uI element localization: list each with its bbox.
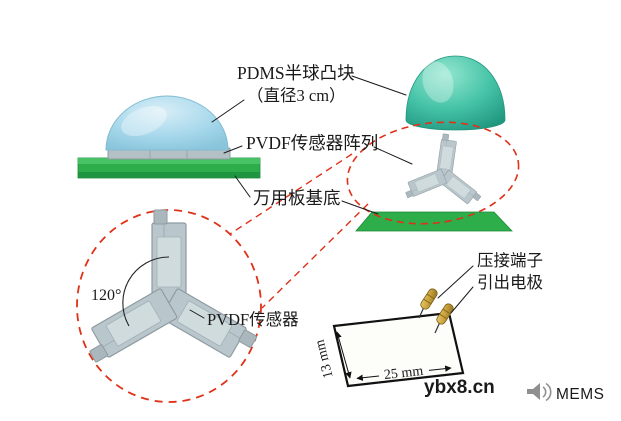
callout-ellipse-small [346, 121, 520, 225]
leader-array-left [223, 145, 243, 154]
annotations: PDMS半球凸块 （直径3 cm） PVDF传感器阵列 万用板基底 PVDF传感… [189, 63, 543, 329]
dim-25mm-arrow-right [428, 365, 452, 372]
leader-array-right [373, 146, 413, 165]
label-terminal-line2: 引出电极 [477, 273, 543, 292]
label-board-substrate: 万用板基底 [253, 188, 341, 208]
logo-brand-text: MEMS [556, 386, 605, 403]
pdms-dome-teal [405, 55, 506, 131]
leader-terminal-2 [450, 286, 474, 314]
angle-arc [122, 256, 170, 327]
assembly-side-view [77, 95, 261, 179]
label-pdms-bump: PDMS半球凸块 [237, 63, 355, 83]
label-pvdf-sensor: PVDF传感器 [207, 310, 299, 329]
dim-height-label: 13 mm [313, 338, 337, 380]
pdms-dome-blue [105, 95, 229, 151]
speaker-icon [527, 382, 552, 402]
leader-board-right [341, 200, 379, 215]
board-trapezoid [355, 211, 513, 232]
watermark-site: ybx8.cn [424, 377, 495, 398]
pvdf-sensor-small-left [402, 168, 448, 200]
leader-terminal-1 [437, 265, 474, 299]
angle-label: 120° [91, 287, 121, 304]
sensor-detail: 25 mm 13 mm [313, 288, 465, 388]
callout-circle-large [76, 209, 262, 403]
callout-connector-top [229, 153, 353, 235]
label-terminal-line1: 压接端子 [477, 251, 543, 270]
mems-logo: MEMS [527, 382, 605, 403]
pvdf-sensor-small-right [439, 169, 482, 209]
label-pdms-diameter: （直径3 cm） [247, 86, 346, 105]
dim-13mm-arrow [335, 331, 352, 379]
leader-board-left [234, 175, 251, 198]
crimp-terminal-2 [436, 303, 454, 325]
leader-pdms-right [351, 75, 407, 96]
dim-width-label: 25 mm [383, 364, 424, 383]
callout-connector-bottom [261, 203, 369, 309]
leader-pdms-left [211, 99, 245, 123]
label-pvdf-array: PVDF传感器阵列 [246, 133, 378, 153]
crimp-terminal-1 [420, 288, 438, 310]
dim-25mm-arrow-left [356, 374, 380, 381]
sensor-array-large: 120° [76, 209, 262, 403]
sensor-array-small [346, 121, 520, 232]
leader-pvdf-sensor [189, 309, 205, 319]
